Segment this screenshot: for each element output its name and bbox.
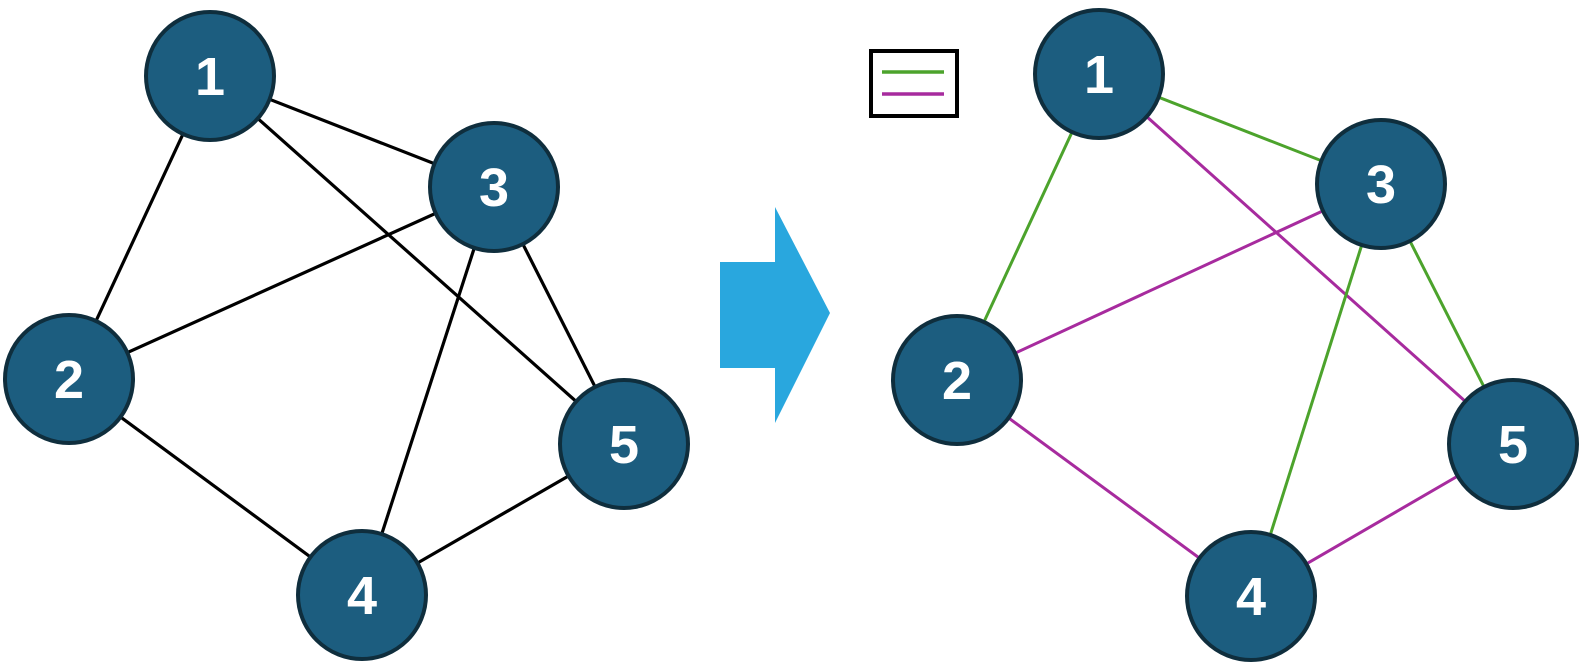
left-edge-3-4-black [360,186,496,596]
left-node-5 [558,378,690,510]
right-node-label-3: 3 [1366,155,1396,215]
right-node-label-2: 2 [942,351,972,411]
left-node-3 [428,121,560,253]
left-edge-2-3-black [68,185,495,381]
right-edge-3-4-green [1249,183,1383,597]
original-graph: 1 2 3 4 5 [3,10,690,661]
right-arrow-icon [720,207,830,423]
right-node-label-1: 1 [1084,45,1114,105]
right-node-1 [1033,8,1165,140]
left-node-4 [296,529,428,661]
left-edge-1-5-black [208,74,626,446]
edge-color-legend [869,49,959,118]
left-node-label-2: 2 [54,350,84,410]
legend-box [869,49,959,118]
left-node-2 [3,313,135,445]
right-edge-2-3-magenta [956,182,1382,382]
right-node-2 [891,314,1023,446]
right-arrow-shape [720,207,830,423]
left-node-label-3: 3 [479,158,509,218]
left-node-label-5: 5 [609,415,639,475]
left-node-label-4: 4 [347,566,377,626]
right-node-label-5: 5 [1498,415,1528,475]
left-node-label-1: 1 [195,47,225,107]
right-edge-1-5-magenta [1098,72,1514,446]
right-node-label-4: 4 [1236,567,1266,627]
edge-colored-graph: 1 2 3 4 5 [891,8,1579,662]
right-node-5 [1447,378,1579,510]
right-node-4 [1185,530,1317,662]
right-node-3 [1315,118,1447,250]
left-node-1 [144,10,276,142]
